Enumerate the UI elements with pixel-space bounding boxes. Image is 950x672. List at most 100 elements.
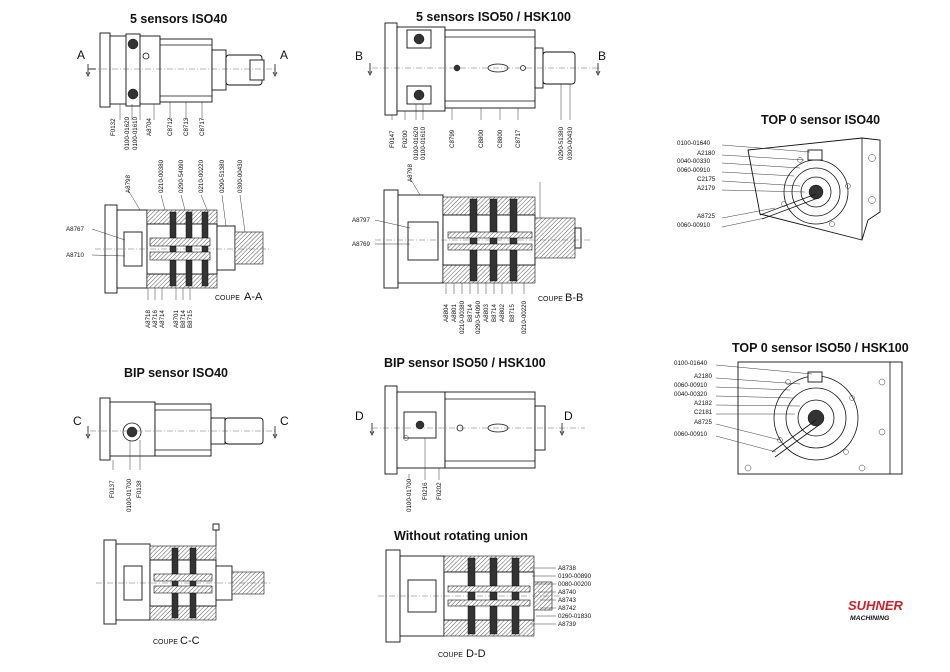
ref-0290-51380-b: 0290-51380 xyxy=(558,126,565,160)
title-bip-iso40: BIP sensor ISO40 xyxy=(124,366,228,380)
ref-0210-00380-a: 0210-00380 xyxy=(158,159,165,193)
ref-f0216: F0216 xyxy=(422,482,429,500)
ref-b8715-a: B8715 xyxy=(187,310,194,328)
ref-0040-00320: 0040-00320 xyxy=(674,391,708,398)
ref-0100-01700-d: 0100-01700 xyxy=(406,478,413,512)
ref-f0138: F0138 xyxy=(136,480,143,498)
ref-b8715-b: B8715 xyxy=(509,304,516,322)
section-mark-d-left: D xyxy=(355,409,364,423)
ref-f0132: F0132 xyxy=(110,118,117,136)
ref-a2179: A2179 xyxy=(697,185,715,192)
ref-0060-00910-t50a: 0060-00910 xyxy=(674,382,708,389)
title-without-rotating-union: Without rotating union xyxy=(394,529,528,543)
view-without-rotating-union: Without rotating union A8738 0190-0 xyxy=(378,529,592,660)
drawing-5-sensors-iso50 xyxy=(367,22,601,120)
drawing-top0-iso40 xyxy=(721,137,881,241)
ref-a8710: A8710 xyxy=(66,252,84,259)
ref-a8725-t50: A8725 xyxy=(694,419,712,426)
ref-0060-00910-t50b: 0060-00910 xyxy=(674,431,708,438)
ref-0210-00220-a: 0210-00220 xyxy=(198,159,205,193)
view-5-sensors-iso50: 5 sensors ISO50 / HSK100 xyxy=(355,10,606,160)
drawing-bip-iso40 xyxy=(85,397,278,470)
ref-0100-01620-b: 0100-01620 xyxy=(413,126,420,160)
ref-f0202: F0202 xyxy=(436,482,443,500)
ref-0080-00200: 0080-00200 xyxy=(558,581,592,588)
ref-0290-54090-a: 0290-54090 xyxy=(178,159,185,193)
ref-a8804: A8804 xyxy=(443,304,450,322)
ref-a8801: A8801 xyxy=(451,304,458,322)
view-top0-iso40: TOP 0 sensor ISO40 0100-0 xyxy=(677,113,881,241)
brand-name: SUHNER xyxy=(848,598,904,613)
section-mark-c-left: C xyxy=(73,414,82,428)
ref-a2180-t40: A2180 xyxy=(697,150,715,157)
view-5-sensors-iso40: 5 sensors ISO40 xyxy=(77,12,288,150)
ref-a8725-t40: A8725 xyxy=(697,213,715,220)
ref-a8738: A8738 xyxy=(558,565,576,572)
ref-c8717-b: C8717 xyxy=(515,129,522,148)
ref-a8743: A8743 xyxy=(558,597,576,604)
title-top0-iso40: TOP 0 sensor ISO40 xyxy=(761,113,880,127)
ref-0290-51380-a: 0290-51380 xyxy=(219,159,226,193)
ref-f0137: F0137 xyxy=(109,480,116,498)
ref-a8701: A8701 xyxy=(173,310,180,328)
ref-a8803: A8803 xyxy=(483,304,490,322)
coupe-letters-a-a: A-A xyxy=(244,291,263,303)
ref-f0200: F0200 xyxy=(402,130,409,148)
ref-0290-54090-b: 0290-54090 xyxy=(475,300,482,334)
section-mark-c-right: C xyxy=(280,414,289,428)
ref-a8797: A8797 xyxy=(352,217,370,224)
section-mark-a-right: A xyxy=(280,48,288,62)
ref-0210-00220-b: 0210-00220 xyxy=(521,300,528,334)
ref-0060-00910-t40b: 0060-00910 xyxy=(677,222,711,229)
ref-0210-00380-b: 0210-00380 xyxy=(459,300,466,334)
ref-0100-01700-c: 0100-01700 xyxy=(126,478,133,512)
coupe-label-a: COUPE xyxy=(215,295,240,302)
ref-0060-00910-t40a: 0060-00910 xyxy=(677,167,711,174)
coupe-letters-c-c: C-C xyxy=(180,635,200,647)
section-mark-b-left: B xyxy=(355,49,363,63)
drawing-top0-iso50 xyxy=(715,361,903,475)
ref-c8800-1: C8800 xyxy=(478,129,485,148)
title-5-sensors-iso50: 5 sensors ISO50 / HSK100 xyxy=(416,10,571,24)
ref-b8714-b2: B8714 xyxy=(491,304,498,322)
view-section-c-c: COUPE C-C xyxy=(96,523,272,647)
coupe-label-c: COUPE xyxy=(153,639,178,646)
ref-c2181: C2181 xyxy=(694,409,713,416)
ref-f0147: F0147 xyxy=(389,130,396,148)
ref-0300-00430-b: 0300-00430 xyxy=(567,126,574,160)
suhner-logo: SUHNER MACHINING xyxy=(848,598,904,622)
ref-0300-00430-a: 0300-00430 xyxy=(237,159,244,193)
section-mark-a-left: A xyxy=(77,48,85,62)
ref-c8717: C8717 xyxy=(199,117,206,136)
ref-c2175: C2175 xyxy=(697,176,716,183)
ref-0040-00330: 0040-00330 xyxy=(677,158,711,165)
title-top0-iso50: TOP 0 sensor ISO50 / HSK100 xyxy=(732,341,909,355)
ref-a8767: A8767 xyxy=(66,226,84,233)
ref-a8740: A8740 xyxy=(558,589,576,596)
section-mark-d-right: D xyxy=(564,409,573,423)
ref-0100-01640-t50: 0100-01640 xyxy=(674,360,708,367)
ref-b8714-a: B8714 xyxy=(180,310,187,328)
view-bip-iso40: BIP sensor ISO40 C C F0137 0100-01700 F0… xyxy=(73,366,289,512)
view-section-b-b: A8798 A8797 A8769 A8804 A8801 0210-00380… xyxy=(352,164,590,334)
ref-0100-01640-t40: 0100-01640 xyxy=(677,140,711,147)
drawing-section-b-b xyxy=(374,177,590,294)
ref-0100-01620: 0100-01620 xyxy=(124,116,131,150)
drawing-5-sensors-iso40 xyxy=(85,32,278,120)
coupe-label-d: COUPE xyxy=(438,652,463,659)
ref-0100-01610-b: 0100-01610 xyxy=(420,126,427,160)
ref-c8800-2: C8800 xyxy=(497,129,504,148)
coupe-letters-b-b: B-B xyxy=(565,292,583,304)
view-section-a-a: A8798 0210-00380 0290-54090 0210-00220 0… xyxy=(66,159,270,328)
ref-0190-00890: 0190-00890 xyxy=(558,573,592,580)
drawing-section-a-a xyxy=(91,189,270,300)
ref-a8718: A8718 xyxy=(145,310,152,328)
ref-a8802: A8802 xyxy=(499,304,506,322)
title-5-sensors-iso40: 5 sensors ISO40 xyxy=(130,12,227,26)
ref-a2182: A2182 xyxy=(694,400,712,407)
ref-0260-01830: 0260-01830 xyxy=(558,613,592,620)
coupe-letters-d-d: D-D xyxy=(466,648,486,660)
ref-a8742: A8742 xyxy=(558,605,576,612)
drawing-without-rotating-union xyxy=(378,549,560,643)
